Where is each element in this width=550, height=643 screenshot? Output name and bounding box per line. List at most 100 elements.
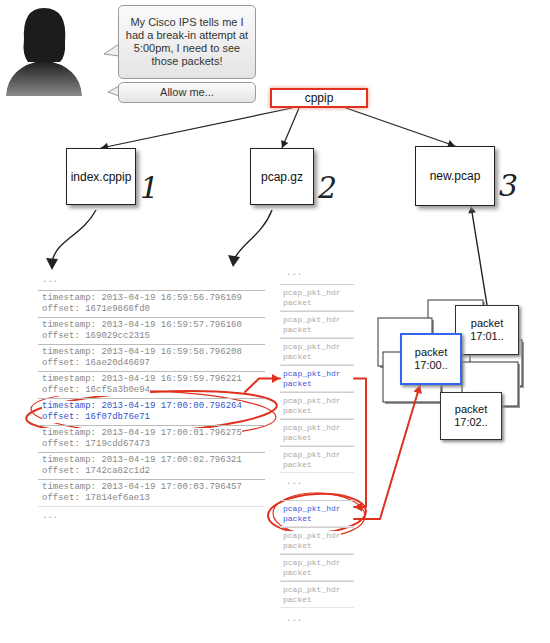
node-text: index.cppip [71,170,132,184]
index-entry: timestamp: 2013-04-19 17:00:03.796457off… [38,479,265,507]
ellipsis: ... [286,614,302,625]
packet-card: packet17:02.. [440,392,502,440]
pcap-record: pcap_pkt_hdrpacket [280,554,354,581]
packet-card: packet17:01.. [455,305,519,355]
node-text: offset: 16f07db76e71 [42,412,150,423]
node-text: packet [283,541,312,551]
arrow-head [354,503,362,512]
connector-line [282,108,299,148]
node-text: My Cisco IPS tells me I had a break-in a… [124,16,250,68]
node-text: packet [283,352,312,362]
node-text: pcap.gz [261,170,303,184]
connector-line [471,206,487,305]
index-entry: timestamp: 2013-04-19 16:59:56.796109off… [38,290,265,318]
node-text: pcap_pkt_hdr [283,558,341,568]
node-text: pcap_pkt_hdr [283,531,341,541]
node-text: 17:02.. [454,416,488,429]
index-entry: timestamp: 2013-04-19 17:00:02.796321off… [38,452,265,480]
node-text: offset: 169029cc2315 [42,331,150,342]
connector [468,206,487,305]
node-text: timestamp: 2013-04-19 17:00:00.796264 [42,401,242,412]
node-text: pcap_pkt_hdr [283,504,341,514]
program-box: cppip [270,88,368,108]
arrow-head [281,140,288,148]
arrow-head [228,255,240,267]
ellipsis: ... [42,275,58,286]
pcap-record: pcap_pkt_hdrpacket [280,446,354,473]
node-text: timestamp: 2013-04-19 16:59:58.796208 [42,347,242,358]
pcap-record: pcap_pkt_hdrpacket [280,419,354,446]
connector-line [354,379,366,508]
node-text: packet [283,460,312,470]
connector [245,374,280,392]
node-text: timestamp: 2013-04-19 16:59:59.796221 [42,374,242,385]
pcap-record: pcap_pkt_hdrpacket [280,392,354,419]
file-box: pcap.gz [250,148,314,205]
pcap-record: pcap_pkt_hdrpacket [280,365,354,392]
pcap-record: pcap_pkt_hdrpacket [280,500,354,527]
connector-line [101,108,292,148]
node-text: packet [283,406,312,416]
arrow-head [46,258,58,270]
connector [354,385,422,519]
connector [281,108,299,148]
node-text: packet [415,346,447,359]
index-entry: timestamp: 2013-04-19 17:00:00.796264off… [38,398,265,426]
node-text: offset: 16ae20d46697 [42,358,150,369]
index-entry: timestamp: 2013-04-19 17:00:01.796275off… [38,425,265,453]
connector [101,108,292,150]
node-text: pcap_pkt_hdr [283,396,341,406]
node-text: offset: 1742ca82c1d2 [42,466,150,477]
node-text: offset: 16cf5a3b0e94 [42,385,150,396]
node-text: pcap_pkt_hdr [283,450,341,460]
ellipsis: ... [42,511,58,522]
node-text: pcap_pkt_hdr [283,423,341,433]
node-text: pcap_pkt_hdr [283,315,341,325]
connector-line [354,385,420,519]
arrow-head [468,206,476,214]
node-text: offset: 1719cdd67473 [42,439,150,450]
node-text: packet [283,514,312,524]
node-text: new.pcap [430,169,481,183]
node-text: pcap_pkt_hdr [283,288,341,298]
pcap-record: pcap_pkt_hdrpacket [280,311,354,338]
index-entry: timestamp: 2013-04-19 16:59:57.796160off… [38,317,265,345]
pcap-record: pcap_pkt_hdrpacket [280,284,354,311]
node-text: 17:00.. [414,359,448,372]
arrow-head [272,374,280,383]
callout-number: 3 [499,170,518,202]
node-text: packet [283,298,312,308]
node-text: packet [471,317,503,330]
node-text: pcap_pkt_hdr [283,369,341,379]
packet-card: packet17:00.. [400,333,462,385]
speech-bubble: My Cisco IPS tells me I had a break-in a… [118,5,256,79]
node-text: offset: 17814ef6ae13 [42,493,150,504]
callout-number: 1 [140,172,159,204]
node-text: packet [283,325,312,335]
node-text: packet [283,595,312,605]
pcap-record: pcap_pkt_hdrpacket [280,581,354,608]
connector-line [346,108,455,146]
callout-number: 2 [318,172,337,204]
node-text: cppip [305,91,334,105]
connector [346,108,455,147]
hand-arrow [52,210,272,262]
ellipsis: ... [286,268,302,279]
node-text: timestamp: 2013-04-19 17:00:02.796321 [42,455,242,466]
node-text: pcap_pkt_hdr [283,342,341,352]
node-text: 17:01.. [470,330,504,343]
index-entry: timestamp: 2013-04-19 16:59:58.796208off… [38,344,265,372]
node-text: pcap_pkt_hdr [283,585,341,595]
pcap-record: pcap_pkt_hdrpacket [280,527,354,554]
highlight-circle [267,491,367,535]
node-text: timestamp: 2013-04-19 16:59:57.796160 [42,320,242,331]
pcap-record: pcap_pkt_hdrpacket [280,338,354,365]
node-text: timestamp: 2013-04-19 17:00:03.796457 [42,482,242,493]
bubble-tail [104,44,119,56]
node-text: packet [283,379,312,389]
highlight-circle [25,385,278,438]
node-text: packet [455,403,487,416]
arrow-head [413,385,421,394]
node-text: packet [283,433,312,443]
ellipsis: ... [286,477,302,488]
